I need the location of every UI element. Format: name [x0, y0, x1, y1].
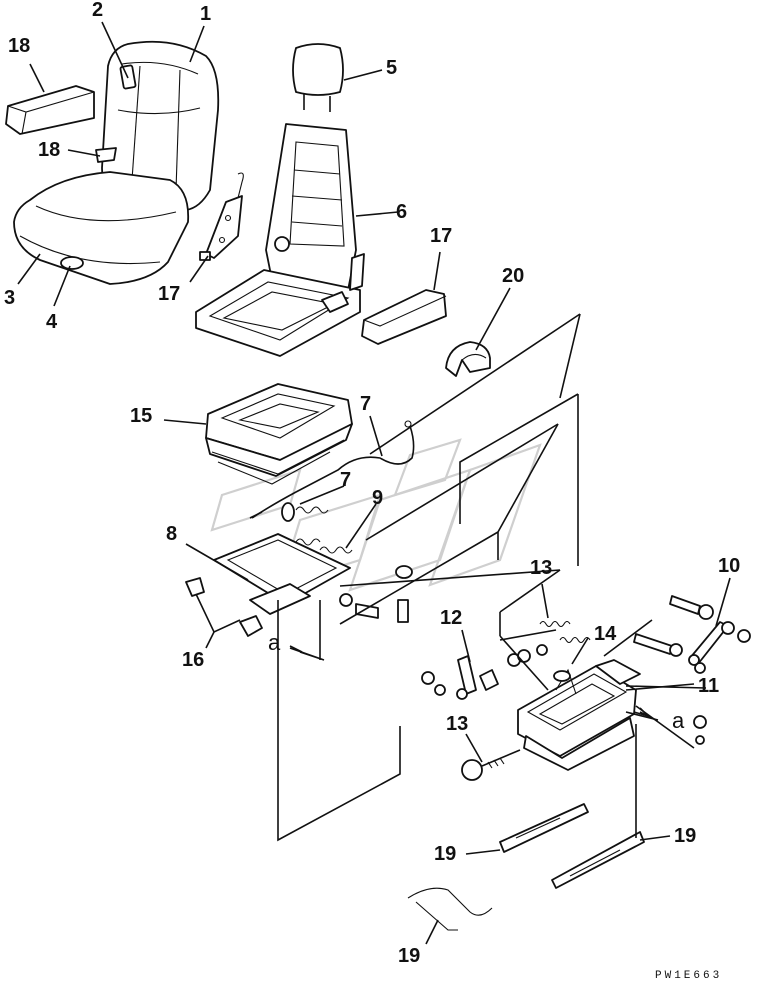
- callout-9: 9: [372, 487, 383, 509]
- callout-4: 4: [46, 311, 58, 333]
- callout-12: 12: [440, 607, 462, 629]
- adjust-knob: [461, 749, 521, 781]
- springs: [281, 502, 353, 554]
- callout-13-springs: 13: [530, 557, 552, 579]
- reference-mark-a-right: a: [672, 708, 685, 733]
- callout-13-knob: 13: [446, 713, 468, 735]
- seat-suspension: [507, 644, 641, 771]
- link-and-bolts: [633, 595, 751, 745]
- callout-numbers: 1 2 3 4 5 6 7 7 8 9 10 11 12 13 13 14 15…: [4, 0, 740, 967]
- callout-19-right: 19: [674, 825, 696, 847]
- callout-2: 2: [92, 0, 103, 21]
- suspension-plate: [185, 533, 413, 637]
- callout-5: 5: [386, 57, 397, 79]
- callout-1: 1: [200, 3, 211, 25]
- bellows-boot: [205, 383, 353, 485]
- callout-19-left: 19: [434, 843, 456, 865]
- callout-19-bottom: 19: [398, 945, 420, 967]
- callout-18-seat: 18: [38, 139, 60, 161]
- callout-14: 14: [594, 623, 617, 645]
- armrest-17-right: [361, 289, 447, 345]
- bracket-12: [421, 655, 499, 700]
- callout-17-right: 17: [430, 225, 452, 247]
- headrest: [292, 43, 344, 112]
- seat-frame: [195, 123, 365, 357]
- reference-arrow-right: [639, 711, 657, 721]
- callout-15: 15: [130, 405, 152, 427]
- callout-20: 20: [502, 265, 524, 287]
- reference-marks: a a: [268, 630, 685, 733]
- callout-7-lower: 7: [340, 469, 351, 491]
- callout-6: 6: [396, 201, 407, 223]
- callout-11: 11: [698, 675, 719, 697]
- control-cable: [249, 420, 415, 519]
- reference-arrow-left: [289, 645, 303, 653]
- drawing-code: PW1E663: [655, 970, 722, 982]
- callout-18-armrest: 18: [8, 35, 30, 57]
- slide-rails: [407, 803, 645, 931]
- callout-8: 8: [166, 523, 177, 545]
- callout-3: 3: [4, 287, 15, 309]
- leader-lines: [17, 21, 731, 945]
- reference-mark-a-left: a: [268, 630, 281, 655]
- callout-10: 10: [718, 555, 740, 577]
- callout-17-left: 17: [158, 283, 180, 305]
- callout-16: 16: [182, 649, 204, 671]
- callout-7-upper: 7: [360, 393, 371, 415]
- reference-lines: [277, 313, 707, 842]
- cover-20: [445, 341, 491, 377]
- seat-assembly: [5, 40, 220, 285]
- springs-13: [539, 620, 591, 644]
